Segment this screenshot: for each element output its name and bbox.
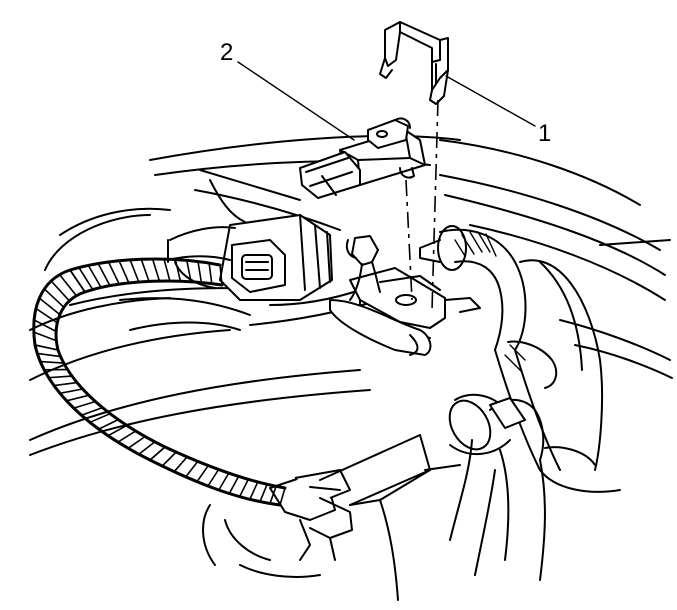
harness-connector-block — [167, 214, 333, 301]
loom-rib — [107, 424, 128, 437]
loom-rib — [38, 297, 61, 316]
loom-rib — [197, 261, 203, 283]
loom-rib — [53, 381, 78, 387]
loom-rib — [33, 319, 57, 333]
loom-rib — [35, 307, 58, 324]
loom-rib — [98, 418, 119, 430]
loom-rib — [43, 288, 65, 308]
loom-rib — [249, 481, 259, 500]
loom-rib — [48, 375, 73, 379]
loom-rib — [161, 451, 177, 467]
loom-rib — [208, 262, 213, 284]
loom-rib — [238, 479, 250, 498]
mounting-bracket — [329, 235, 481, 356]
loom-rib — [185, 460, 199, 478]
loom-rib — [259, 483, 268, 503]
loom-rib — [37, 352, 61, 358]
loom-rib — [33, 331, 57, 342]
loom-rib — [50, 280, 70, 302]
loom-rib — [228, 476, 240, 494]
loom-rib — [151, 258, 161, 282]
loom-rib — [73, 400, 96, 409]
loom-rib — [163, 258, 171, 282]
loom-rib — [173, 456, 188, 473]
loom-rib — [219, 264, 223, 286]
loom-rib — [127, 435, 146, 449]
loom-rib — [59, 274, 78, 297]
loom-rib — [140, 259, 150, 282]
loom-rib — [97, 263, 111, 287]
callout-label-1: 1 — [538, 120, 551, 147]
lower-panel — [319, 434, 461, 601]
loom-rib — [174, 259, 182, 282]
loom-rib — [89, 412, 111, 424]
loom-rib — [118, 260, 130, 284]
loom-rib — [59, 388, 83, 395]
wiring-harness — [32, 257, 353, 578]
loom-rib — [78, 267, 94, 291]
loom-rib — [186, 260, 192, 282]
loom-rib — [129, 259, 140, 283]
callout-label-2: 2 — [220, 39, 233, 66]
upper-hose — [419, 225, 621, 493]
loom-rib — [218, 472, 230, 491]
loom-rib — [138, 441, 156, 455]
loom-rib — [40, 360, 64, 364]
loom-rib — [149, 446, 166, 461]
loom-rib — [117, 430, 137, 443]
retaining-clip — [379, 21, 449, 105]
loom-rib — [279, 487, 286, 506]
callouts: 1 2 — [220, 39, 551, 147]
sensor-connector — [299, 117, 426, 199]
lower-hose — [448, 393, 546, 581]
loom-rib — [34, 344, 59, 351]
loom-rib — [207, 469, 220, 487]
loom-rib — [87, 264, 102, 288]
loom-rib — [69, 269, 86, 293]
loom-rib — [196, 465, 209, 483]
loom-rib — [66, 394, 89, 402]
loom-rib — [269, 486, 277, 504]
assembly-centerlines — [405, 99, 439, 311]
loom-rib — [81, 406, 103, 417]
loom-rib — [107, 261, 120, 285]
